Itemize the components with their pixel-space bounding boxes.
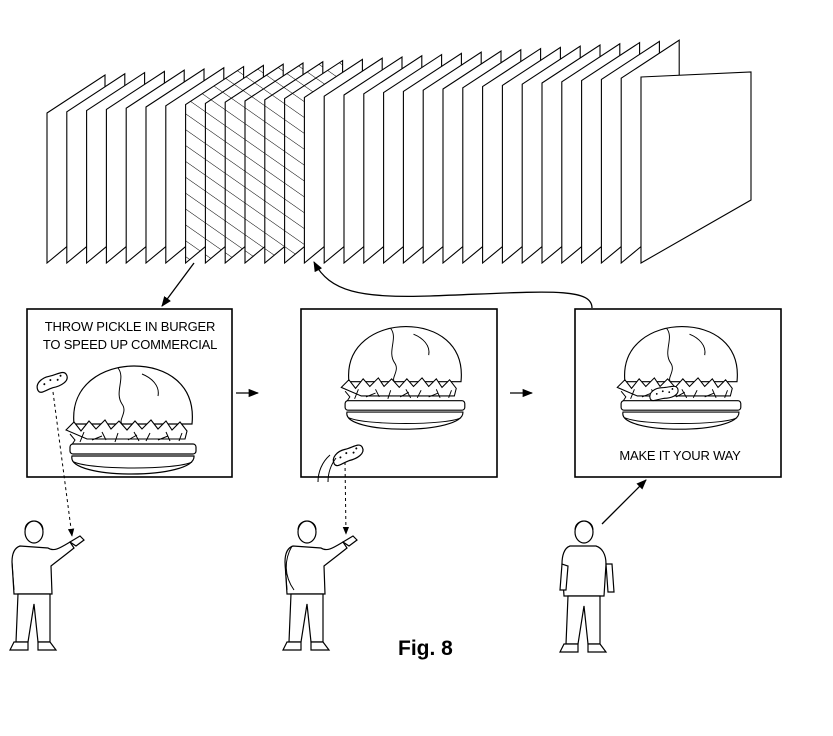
- panel-left-caption-1: THROW PICKLE IN BURGER: [45, 319, 215, 334]
- panel-right: MAKE IT YOUR WAY: [574, 308, 782, 478]
- person-left: [9, 391, 85, 651]
- frame: [640, 71, 752, 264]
- frame-to-panel-arrow: [161, 262, 195, 307]
- panel-middle: [300, 308, 498, 483]
- frame-stack: [46, 39, 752, 265]
- person-right: [559, 479, 647, 653]
- figure-label: Fig. 8: [398, 637, 453, 660]
- panel-right-caption: MAKE IT YOUR WAY: [619, 448, 741, 463]
- motion-lines: [317, 454, 337, 483]
- return-arrow: [313, 261, 593, 309]
- person-to-panel-arrow: [601, 479, 647, 525]
- panel-left: THROW PICKLE IN BURGER TO SPEED UP COMME…: [26, 308, 233, 478]
- person-middle: [282, 461, 358, 651]
- panel-left-caption-2: TO SPEED UP COMMERCIAL: [43, 337, 217, 352]
